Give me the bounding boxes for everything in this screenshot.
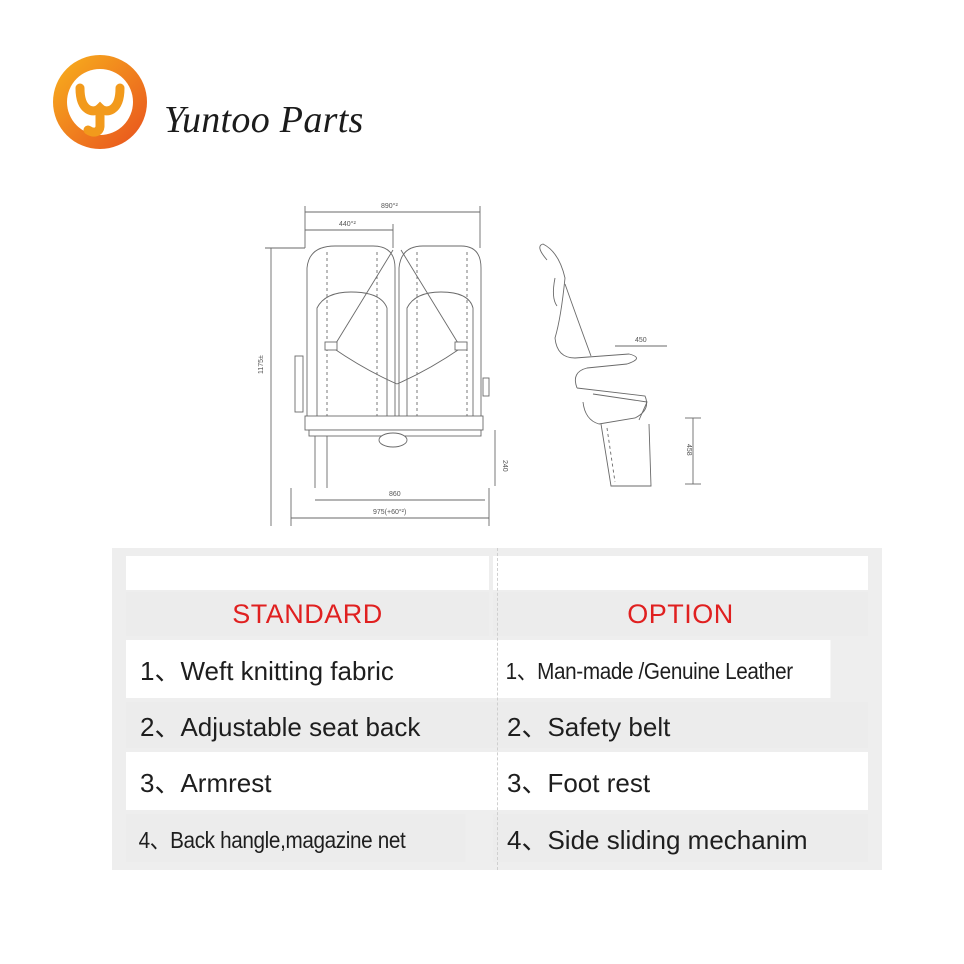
dim-side-depth: 450: [635, 337, 647, 344]
brand-name: Yuntoo Parts: [164, 99, 364, 141]
header-standard: STANDARD: [126, 592, 489, 636]
option-item-3: 3、Foot rest: [493, 752, 868, 810]
seat-technical-drawing: 890°² 440°² 1175± 860 975(+60°²) 240 450…: [258, 202, 701, 526]
standard-item-1: 1、Weft knitting fabric: [126, 640, 503, 698]
dim-seat-width: 440°²: [339, 220, 356, 228]
standard-item-2: 2、Adjustable seat back: [126, 702, 503, 748]
standard-item-4: 4、Back hangle,magazine net: [126, 814, 466, 862]
dim-side-height: 458: [685, 444, 692, 456]
dim-base-width: 860: [389, 491, 401, 498]
table-row: 2、Adjustable seat back 2、Safety belt: [126, 702, 868, 748]
dim-overall-width: 890°²: [381, 202, 398, 210]
table-row: 3、Armrest 3、Foot rest: [126, 752, 868, 810]
dim-base-height: 240: [501, 460, 508, 472]
yuntoo-logo-icon: [53, 55, 147, 149]
option-item-1: 1、Man-made /Genuine Leather: [493, 640, 831, 698]
header-option: OPTION: [493, 592, 868, 636]
column-divider: [497, 548, 498, 870]
spec-table-header-row: STANDARD OPTION: [126, 592, 868, 636]
dim-overall-height: 1175±: [258, 355, 265, 374]
spec-table-spacer-row: [126, 556, 868, 590]
table-row: 1、Weft knitting fabric 1、Man-made /Genui…: [126, 640, 868, 698]
option-item-4: 4、Side sliding mechanim: [493, 814, 868, 862]
dim-track-width: 975(+60°²): [373, 508, 406, 516]
standard-item-3: 3、Armrest: [126, 752, 503, 810]
table-row: 4、Back hangle,magazine net 4、Side slidin…: [126, 814, 868, 862]
option-item-2: 2、Safety belt: [493, 702, 868, 748]
